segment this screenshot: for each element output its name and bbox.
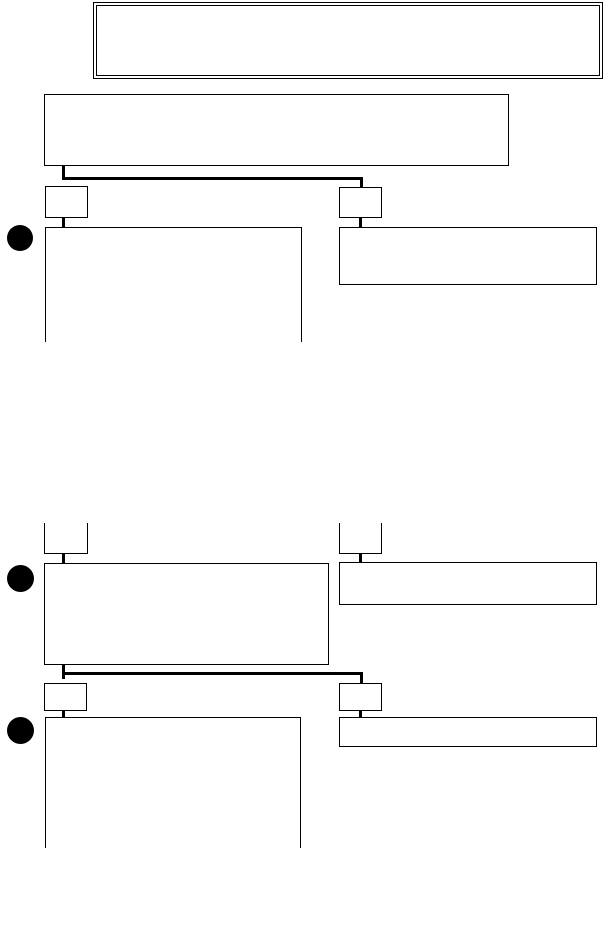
connector-top-down [62, 166, 65, 180]
branch-d-tab [339, 683, 382, 711]
branch-horizontal-line-1 [62, 177, 363, 180]
branch-b-tab [339, 187, 382, 218]
connector-right-down-1 [360, 177, 363, 187]
section2-right-box-text [340, 563, 596, 571]
branch-c-tab [44, 683, 87, 711]
branch-c-tab-label [45, 684, 86, 692]
branch-a-box-text [46, 228, 301, 236]
connector-right-down-2 [360, 672, 363, 684]
section2-left-box-text [45, 564, 328, 572]
connector-b-down [359, 218, 362, 228]
top-question-text [45, 95, 508, 103]
branch-horizontal-line-2 [62, 672, 363, 675]
title-text [97, 6, 599, 14]
section2-right-box [339, 562, 597, 605]
section2-left-tab-label [45, 523, 87, 531]
section2-left-tab [44, 523, 88, 554]
connector-c-down [62, 711, 65, 719]
branch-d-tab-label [340, 684, 381, 692]
branch-a-box [45, 227, 302, 342]
branch-b-box [339, 227, 597, 285]
step-marker-dot-3 [7, 717, 34, 744]
top-question-box [44, 94, 509, 166]
section2-left-box [44, 563, 329, 665]
connector-d-down [359, 711, 362, 719]
branch-d-box-text [340, 718, 596, 726]
branch-a-tab-label [46, 187, 87, 195]
step-marker-dot-1 [7, 225, 33, 251]
branch-d-box [339, 717, 597, 747]
connector-a-down [62, 218, 65, 228]
section2-right-tab-label [340, 523, 381, 531]
title-box [93, 2, 603, 79]
section2-right-tab [339, 523, 382, 554]
branch-c-box [45, 717, 301, 848]
connector-s2-right-down [359, 554, 362, 563]
branch-b-tab-label [340, 188, 381, 196]
branch-b-box-text [340, 228, 596, 236]
step-marker-dot-2 [7, 565, 34, 592]
branch-a-tab [45, 186, 88, 218]
connector-s2-left-down [62, 554, 65, 564]
branch-c-box-text [46, 718, 300, 726]
